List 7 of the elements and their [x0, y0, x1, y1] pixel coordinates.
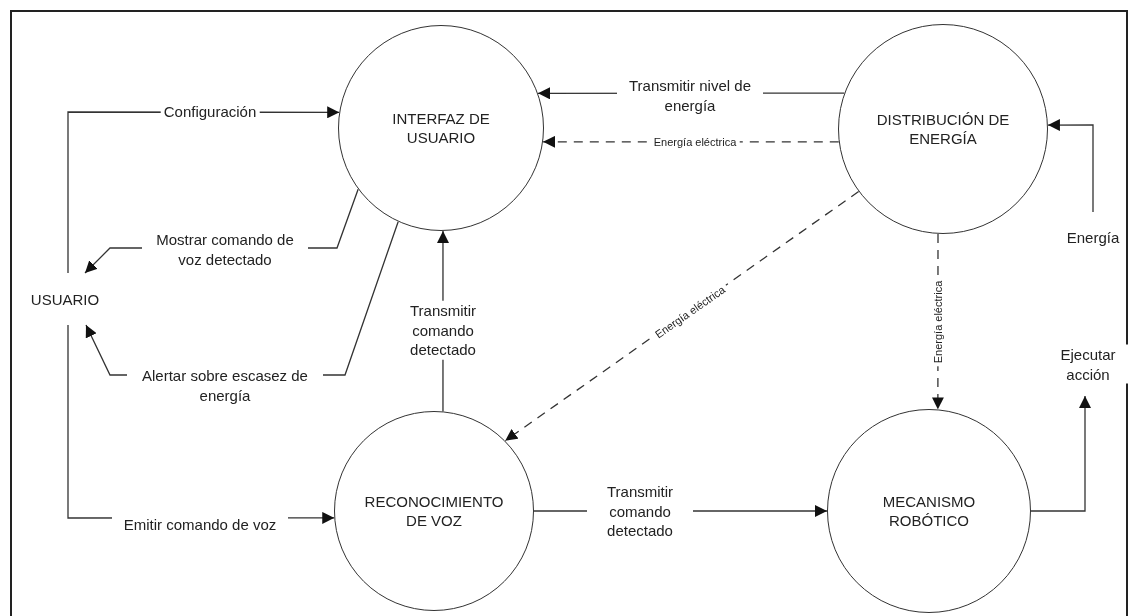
node-label: INTERFAZ DE USUARIO: [391, 108, 491, 148]
node-label: RECONOCIMIENTO DE VOZ: [363, 491, 505, 531]
arrow: [1030, 395, 1091, 512]
node-label: DISTRIBUCIÓN DE ENERGÍA: [875, 109, 1011, 149]
external-entity-label: USUARIO: [30, 290, 100, 310]
node-label: MECANISMO ROBÓTICO: [881, 491, 977, 531]
arrow: [1047, 119, 1094, 213]
